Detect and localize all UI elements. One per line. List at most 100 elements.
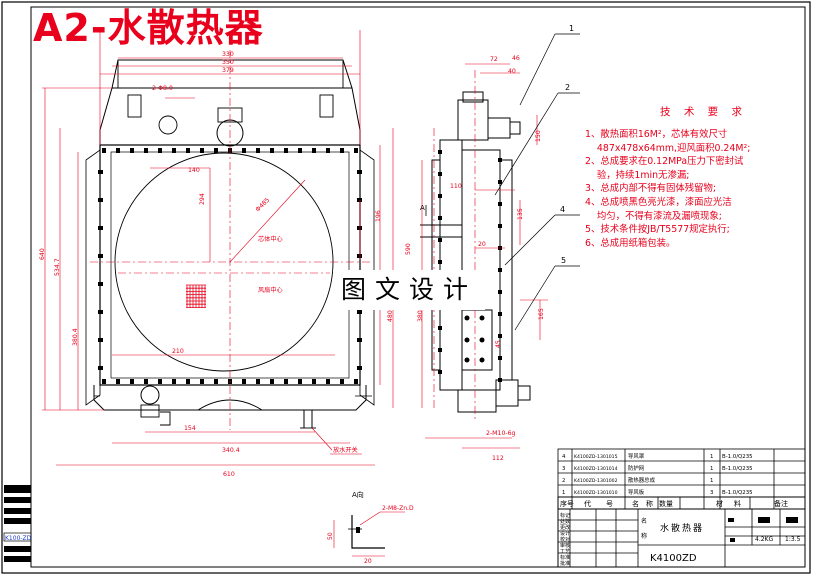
dim-side-150: 150 [535,130,542,142]
bom-cell-no: 4 [562,454,566,460]
dim-294: 294 [199,193,206,205]
bolt-hole [479,337,485,343]
bolt-marker [242,379,246,384]
bolt-marker [98,338,103,342]
bolt-marker [200,379,204,384]
dim-side-110: 110 [450,183,462,190]
dim-610: 610 [223,471,235,478]
bom-header: 序号 代 号 名 称 数量 材 料 备注 [560,499,788,508]
bolt-marker [98,170,103,174]
a-view-bolt: 2-M8-Zn.D [382,505,414,512]
bolt-marker [357,338,362,342]
a-view-label: A向 [352,490,364,499]
dim-side-72: 72 [490,56,498,63]
bolt-marker [242,148,246,153]
balloon-5: 5 [561,256,566,265]
bolt-marker [438,216,442,220]
side-dim-labels: 72 40 46 112 110 20 6 380 150 135 165 45… [417,55,545,462]
balloon-1: 1 [569,24,574,33]
dim-side-380: 380 [417,310,424,322]
tech-line: 3、总成内部不得有固体残留物; [585,183,716,195]
part-balloons [494,33,580,331]
bolt-marker [116,148,120,153]
a-view-50: 50 [327,532,334,540]
dim-350: 350 [222,59,234,66]
bom-cell-name: 防护网 [628,464,644,472]
dim-phi485: Φ485 [254,197,271,214]
bolt-marker [158,148,162,153]
balloon-2: 2 [565,83,570,92]
bolt-marker [200,148,204,153]
tech-line: 6、总成用纸箱包装。 [585,237,676,249]
bolt-marker [284,379,288,384]
bolt-marker [98,254,103,258]
watermark: 图文设计 [333,270,485,310]
bom-h-name2: 称 [646,499,653,508]
dim-side-bolt: 2-M10-6g [486,430,516,437]
tech-line: 1、散热面积16M²，芯体有效尺寸 [585,129,728,140]
bolt-marker [498,158,502,162]
bolt-marker [116,379,120,384]
bolt-marker [340,379,344,384]
bom-h-code1: 代 [584,499,591,508]
tech-line: 487x478x64mm,迎风面积0.24M²; [585,142,751,154]
title-side-label: 标记 [560,512,570,519]
label-drain: 放水开关 [333,446,358,454]
dim-side-135: 135 [517,208,524,220]
dim-side-20: 20 [478,241,486,248]
bolt-marker [498,268,502,272]
bolt-marker [438,194,442,198]
bolt-marker [438,260,442,264]
bolt-marker [130,379,134,384]
bolt-hole [464,337,470,343]
bolt-hole [479,315,485,321]
bom-cell-code: K4100ZD-1301015 [574,454,618,460]
a-view-20: 20 [364,558,372,565]
bolt-marker [438,370,442,374]
bolt-marker [357,226,362,230]
dim-210: 210 [172,348,184,355]
title-side-label: 处数 [560,518,570,525]
dim-480: 480 [387,310,394,322]
bom-cell-code: K4100ZD-1301014 [574,466,618,472]
dim-side-112: 112 [492,455,504,462]
bolt-marker [354,148,358,153]
bolt-marker [284,148,288,153]
bolt-marker [354,379,358,384]
bolt-marker [340,148,344,153]
tech-line: 均匀，不得有漆流及漏喷现象; [585,210,722,222]
bom-cell-code: K4100ZD-1301002 [574,478,618,484]
title-block-marks [728,517,798,542]
bolt-marker [438,348,442,352]
tech-line: 验，持续1min无渗漏; [585,169,690,181]
bolt-marker [158,379,162,384]
bolt-marker [214,148,218,153]
bolt-marker [102,148,106,153]
bolt-marker [98,310,103,314]
left-strip-code: K100-ZD [5,535,32,542]
bolt-marker [498,378,502,382]
bom-h-no: 序号 [560,499,574,508]
title-part-name: 水散热器 [660,522,704,534]
dim-154: 154 [184,425,196,432]
bolt-marker [498,180,502,184]
bolt-marker [298,148,302,153]
bom-cell-name: 散热器总成 [628,476,656,484]
bom-cell-code: K4100ZD-1301010 [574,490,618,496]
bolt-marker [498,290,502,294]
title-scale: 1:3.5 [785,536,801,543]
bolt-marker [438,238,442,242]
bolt-marker [357,310,362,314]
bom-cell-qty: 3 [710,490,713,496]
bolt-marker [172,148,176,153]
dim-340: 340.4 [222,447,240,454]
tech-line: 5、技术条件按JB/T5577规定执行; [585,224,730,236]
tech-line: 2、总成要求在0.12MPa压力下密封试 [585,156,744,168]
dim-380: 380.4 [72,328,79,346]
tech-requirements-list: 1、散热面积16M²，芯体有效尺寸 487x478x64mm,迎风面积0.24M… [585,128,800,250]
dim-330: 330 [222,51,234,58]
bolt-marker [312,148,316,153]
a-view: A向 2-M8-Zn.D 50 20 [327,490,414,565]
side-view [420,70,531,420]
